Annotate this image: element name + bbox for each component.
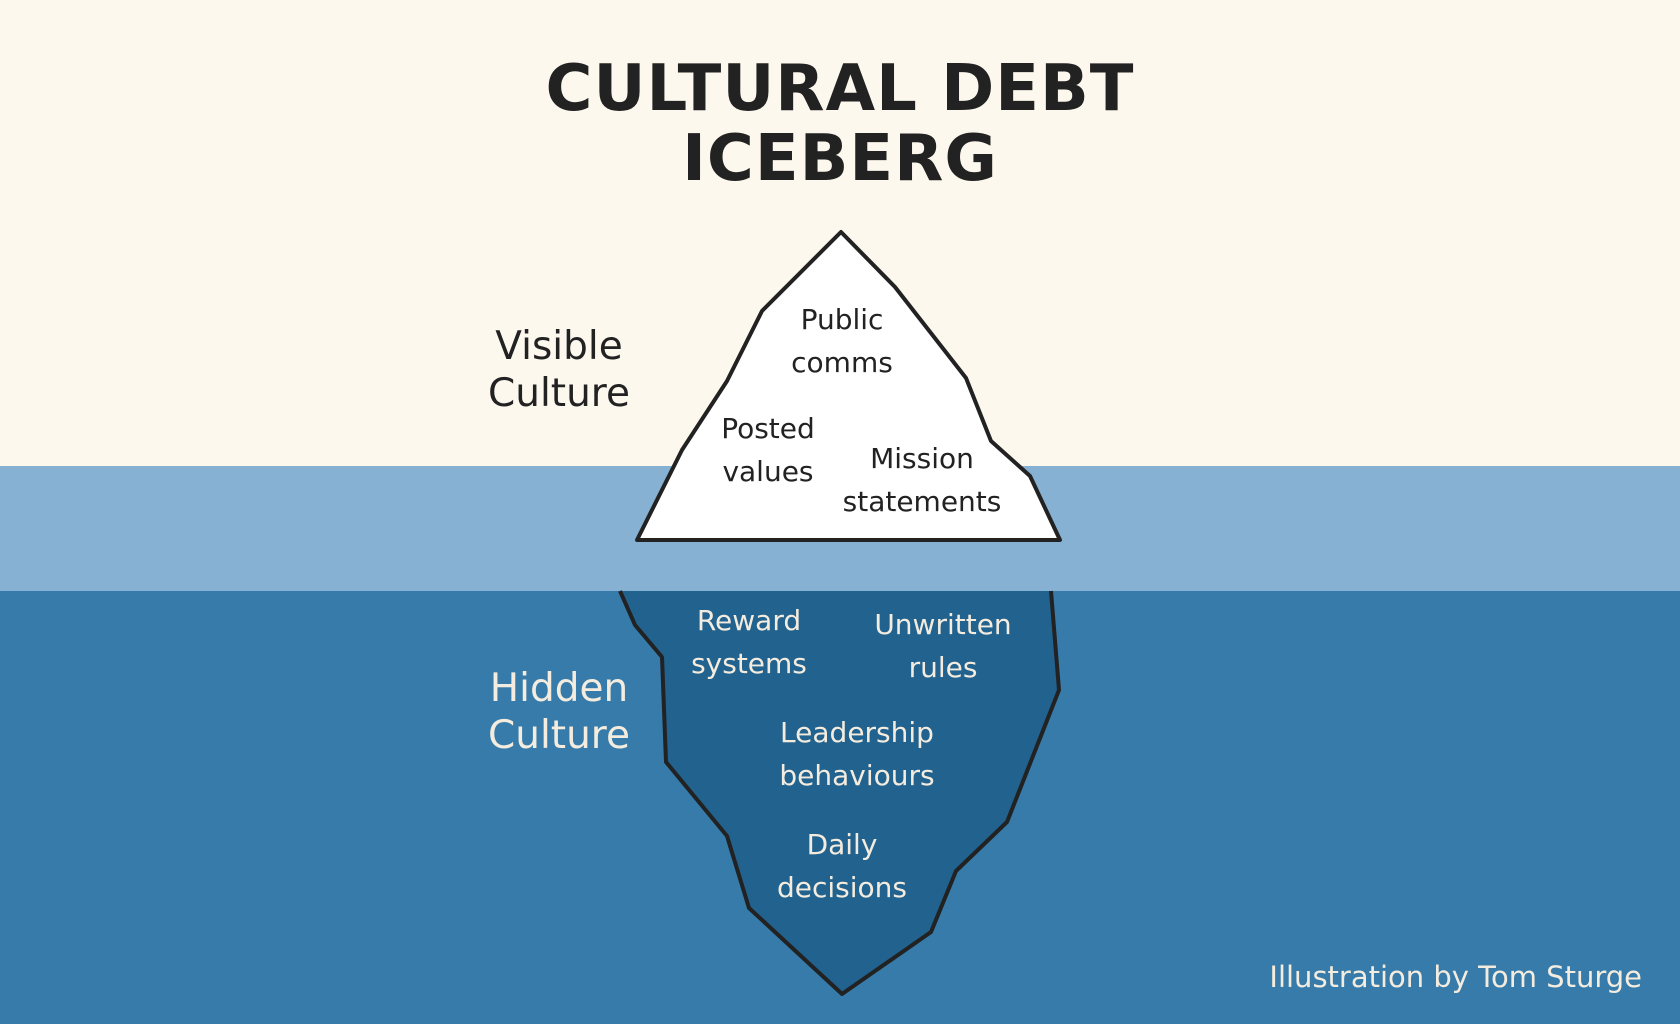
hidden-item-daily-decisions: Daily decisions	[737, 823, 947, 909]
hidden-item-reward-systems: Reward systems	[649, 599, 849, 685]
hidden-item-line-2: behaviours	[779, 759, 935, 792]
visible-item-line-1: Mission	[870, 442, 974, 475]
visible-item-line-2: comms	[791, 346, 893, 379]
visible-item-public-comms: Public comms	[742, 298, 942, 384]
hidden-culture-label-line-2: Culture	[488, 713, 630, 758]
title-line-2: ICEBERG	[682, 122, 998, 196]
hidden-item-unwritten-rules: Unwritten rules	[833, 603, 1053, 689]
hidden-item-line-2: systems	[691, 647, 807, 680]
visible-item-line-1: Public	[800, 303, 884, 336]
visible-item-line-1: Posted	[721, 412, 815, 445]
visible-item-mission-statements: Mission statements	[812, 437, 1032, 523]
visible-culture-label: Visible Culture	[479, 323, 639, 417]
hidden-item-line-2: decisions	[776, 871, 907, 904]
hidden-item-leadership-behaviours: Leadership behaviours	[747, 711, 967, 797]
visible-item-line-2: statements	[842, 485, 1002, 518]
illustration-credit: Illustration by Tom Sturge	[1269, 960, 1642, 994]
visible-item-posted-values: Posted values	[668, 407, 868, 493]
hidden-item-line-1: Unwritten	[874, 608, 1012, 641]
visible-item-line-2: values	[722, 455, 814, 488]
iceberg-hidden-base	[618, 590, 1061, 996]
hidden-item-line-2: rules	[908, 651, 978, 684]
visible-culture-label-line-2: Culture	[488, 371, 630, 416]
hidden-culture-label-line-1: Hidden	[489, 666, 629, 711]
hidden-item-line-1: Daily	[806, 828, 878, 861]
title-line-1: CULTURAL DEBT	[545, 52, 1135, 126]
hidden-item-line-1: Reward	[696, 604, 802, 637]
iceberg-visible-tip	[635, 230, 1062, 542]
hidden-culture-label: Hidden Culture	[479, 665, 639, 759]
visible-culture-label-line-1: Visible	[495, 324, 623, 369]
hidden-item-line-1: Leadership	[780, 716, 934, 749]
diagram-title: CULTURAL DEBT ICEBERG	[0, 54, 1680, 194]
